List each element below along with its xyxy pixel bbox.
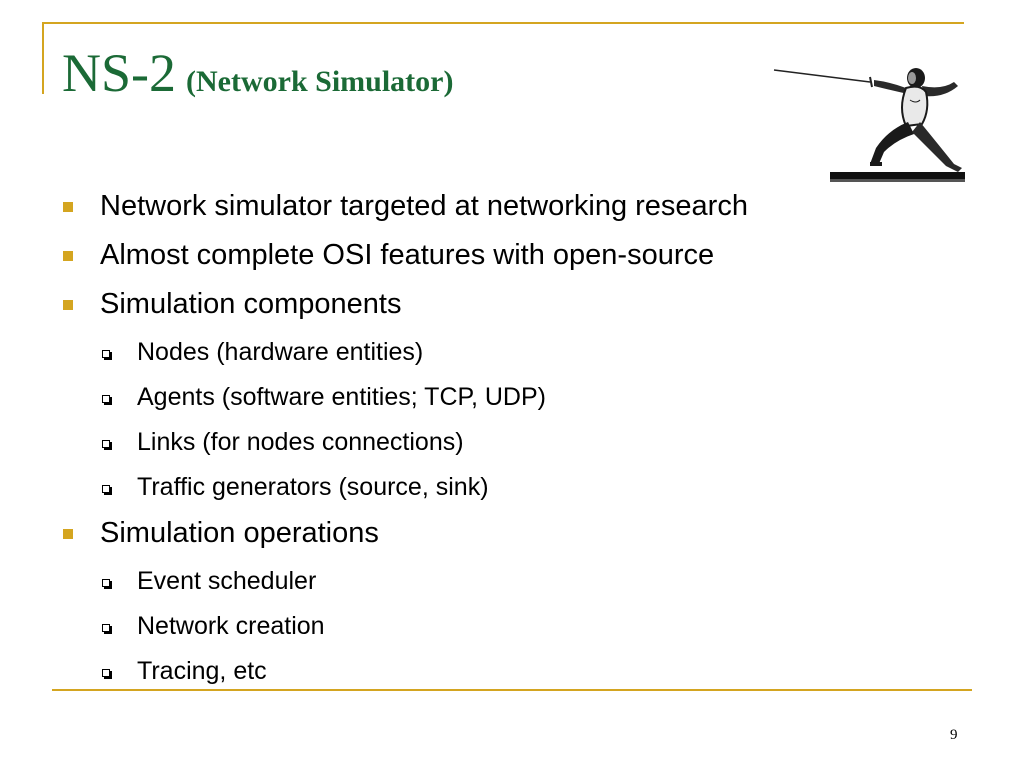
slide-title: NS-2 (Network Simulator) xyxy=(62,46,453,100)
sub-bullet-item: Links (for nodes connections) xyxy=(102,427,464,457)
bullet-item: Simulation operations xyxy=(63,516,379,550)
fencer-icon xyxy=(773,68,965,182)
sub-bullet-item: Network creation xyxy=(102,611,325,641)
square-bullet-icon xyxy=(63,251,73,261)
page-number: 9 xyxy=(950,727,958,743)
hollow-square-bullet-icon xyxy=(102,624,110,632)
sub-bullet-text: Nodes (hardware entities) xyxy=(137,338,424,366)
frame-left-line xyxy=(42,22,44,94)
sub-bullet-text: Network creation xyxy=(137,612,325,640)
slide-title-sub: (Network Simulator) xyxy=(186,65,454,98)
square-bullet-icon xyxy=(63,529,73,539)
sub-bullet-text: Agents (software entities; TCP, UDP) xyxy=(137,383,546,411)
square-bullet-icon xyxy=(63,202,73,212)
bullet-text: Almost complete OSI features with open-s… xyxy=(100,239,715,271)
sub-bullet-item: Agents (software entities; TCP, UDP) xyxy=(102,382,546,412)
hollow-square-bullet-icon xyxy=(102,485,110,493)
hollow-square-bullet-icon xyxy=(102,669,110,677)
hollow-square-bullet-icon xyxy=(102,350,110,358)
square-bullet-icon xyxy=(63,300,73,310)
bullet-item: Network simulator targeted at networking… xyxy=(63,189,748,223)
bullet-item: Almost complete OSI features with open-s… xyxy=(63,238,715,272)
sub-bullet-text: Traffic generators (source, sink) xyxy=(137,473,489,501)
sub-bullet-item: Tracing, etc xyxy=(102,656,267,686)
bullet-text: Simulation components xyxy=(100,288,402,320)
sub-bullet-item: Traffic generators (source, sink) xyxy=(102,472,489,502)
frame-bottom-line xyxy=(52,689,972,691)
bullet-item: Simulation components xyxy=(63,287,402,321)
bullet-text: Network simulator targeted at networking… xyxy=(100,190,748,222)
bullet-text: Simulation operations xyxy=(100,517,379,549)
sub-bullet-text: Event scheduler xyxy=(137,567,317,595)
sub-bullet-item: Event scheduler xyxy=(102,566,317,596)
hollow-square-bullet-icon xyxy=(102,395,110,403)
frame-top-line xyxy=(42,22,964,24)
sub-bullet-text: Links (for nodes connections) xyxy=(137,428,464,456)
slide-title-main: NS-2 xyxy=(62,43,177,103)
sub-bullet-item: Nodes (hardware entities) xyxy=(102,337,424,367)
hollow-square-bullet-icon xyxy=(102,579,110,587)
sub-bullet-text: Tracing, etc xyxy=(137,657,267,685)
hollow-square-bullet-icon xyxy=(102,440,110,448)
